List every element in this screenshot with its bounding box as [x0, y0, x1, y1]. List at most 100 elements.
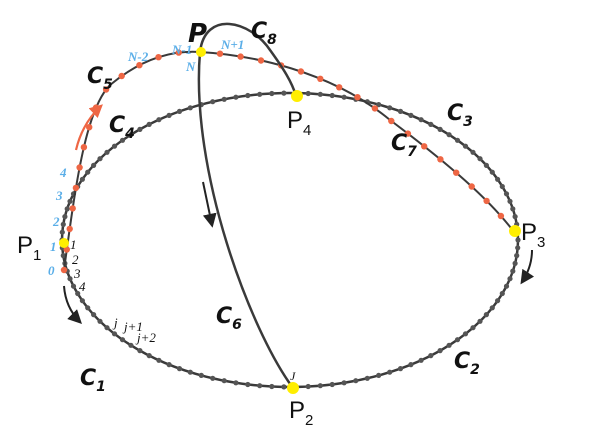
ellipse-sample-dot [503, 283, 510, 289]
index-blue-0: 0 [48, 263, 55, 278]
index-black-j-plus-2: j+2 [135, 330, 156, 345]
ellipse-sample-dot [329, 381, 335, 388]
upper-sample-dot [69, 205, 76, 212]
ellipse-sample-dot [329, 92, 335, 99]
c6-direction-arrow [202, 181, 217, 228]
upper-sample-dot [317, 75, 324, 83]
upper-sample-dot [388, 117, 395, 125]
upper-curve-c5-c7 [63, 50, 515, 271]
ellipse-sample-dot [514, 253, 520, 259]
ellipse-sample-dot [119, 337, 126, 343]
ellipse-sample-dot [477, 156, 483, 162]
ellipse-sample-dot [512, 260, 518, 266]
curve-c6-label: C6 [216, 304, 242, 333]
ellipse-sample-dot [428, 121, 434, 127]
ellipse-sample-dot [198, 372, 204, 378]
ellipse-sample-dot [70, 283, 77, 289]
upper-sample-dot [453, 169, 460, 176]
index-black-2: 2 [72, 252, 79, 267]
ellipse-sample-dot [91, 312, 97, 318]
point-p-label: P [188, 19, 207, 49]
ellipse-sample-dot [187, 105, 193, 111]
upper-sample-dot [421, 143, 428, 150]
ellipse-sample-dot [483, 162, 489, 168]
c6-c8-curve [197, 22, 298, 389]
ellipse-sample-dot [233, 380, 239, 386]
ellipse-sample-dot [233, 94, 239, 100]
ellipse-sample-dot [462, 143, 469, 149]
ellipse-sample-dot [454, 137, 461, 143]
point-p1-label: P1 [17, 232, 41, 264]
ellipse-sample-dot [245, 92, 251, 99]
ellipse-sample-dot [515, 237, 521, 243]
upper-curve-dots [60, 48, 518, 274]
upper-sample-dot [371, 105, 379, 112]
ellipse-sample-dot [60, 221, 66, 227]
ellipse-sample-dot [317, 383, 323, 389]
ellipse-sample-dot [489, 169, 495, 175]
upper-sample-dot [336, 84, 343, 91]
ellipse-sample-dot [418, 357, 424, 363]
upper-sample-dot [118, 72, 125, 80]
ellipse-sample-dot [489, 305, 495, 311]
ellipse-sample-dot [387, 105, 393, 111]
upper-sample-dot [86, 124, 93, 131]
ellipse-sample-dot [428, 353, 434, 359]
ellipse-sample-dot [477, 318, 483, 324]
ellipse-sample-dot [85, 305, 91, 311]
upper-sample-dot [237, 53, 244, 60]
ellipse-sample-dot [387, 369, 393, 375]
ellipse-sample-dot [104, 149, 110, 155]
ellipse-sample-dot [437, 348, 443, 354]
ellipse-sample-dot [60, 253, 66, 259]
index-black-j-bottom: J [290, 369, 296, 383]
ellipse-sample-dot [341, 94, 347, 100]
ellipse-sample-dot [128, 342, 134, 348]
c1-direction-arrow [63, 285, 82, 324]
ellipse-sample-dot [245, 381, 251, 388]
curve-c4-label: C4 [109, 113, 135, 142]
ellipse-sample-dot [137, 126, 143, 132]
point-p2-marker [287, 382, 299, 394]
upper-sample-dot [66, 225, 73, 233]
index-blue-n-plus-1: N+1 [220, 37, 244, 52]
ellipse-sample-dot [495, 298, 501, 304]
upper-sample-dot [354, 94, 361, 101]
c5-direction-arrow [74, 104, 103, 151]
upper-sample-dot [257, 57, 265, 64]
index-blue-3: 3 [55, 188, 63, 203]
curve-c5-label: C5 [87, 64, 113, 93]
upper-sample-dot [483, 197, 490, 205]
ellipse-sample-dot [376, 102, 382, 108]
ellipse-sample-dot [176, 366, 183, 372]
upper-sample-dot [60, 266, 68, 274]
upper-sample-dot [102, 86, 110, 93]
ellipse-sample-dot [79, 298, 85, 304]
curve-c8-label: C8 [251, 19, 277, 48]
ellipse-sample-dot [397, 108, 404, 114]
index-black-4: 4 [79, 279, 86, 294]
ellipse-sample-dot [317, 91, 323, 97]
ellipse-sample-dot [62, 214, 68, 220]
index-blue-n: N [185, 59, 196, 74]
ellipse-sample-dot [176, 108, 183, 114]
index-blue-1: 1 [50, 239, 57, 254]
ellipse-sample-dot [462, 331, 469, 337]
ellipse-sample-dot [104, 325, 110, 331]
ellipse-sample-dot [305, 383, 311, 390]
upper-sample-dot [63, 246, 70, 253]
ellipse-sample-dot [210, 99, 216, 105]
ellipse-sample-dot [364, 375, 370, 381]
ellipse-sample-dot [305, 90, 311, 97]
ellipse-sample-dot [111, 331, 118, 337]
ellipse-sample-dot [156, 117, 162, 123]
ellipse-sample-dot [221, 378, 227, 384]
ellipse-sample-dot [353, 378, 359, 384]
ellipse-sample-dot [376, 372, 382, 378]
point-p3-marker [509, 225, 521, 237]
index-blue-4: 4 [59, 165, 67, 180]
curve-c3-label: C3 [447, 101, 473, 130]
upper-sample-dot [437, 156, 444, 163]
